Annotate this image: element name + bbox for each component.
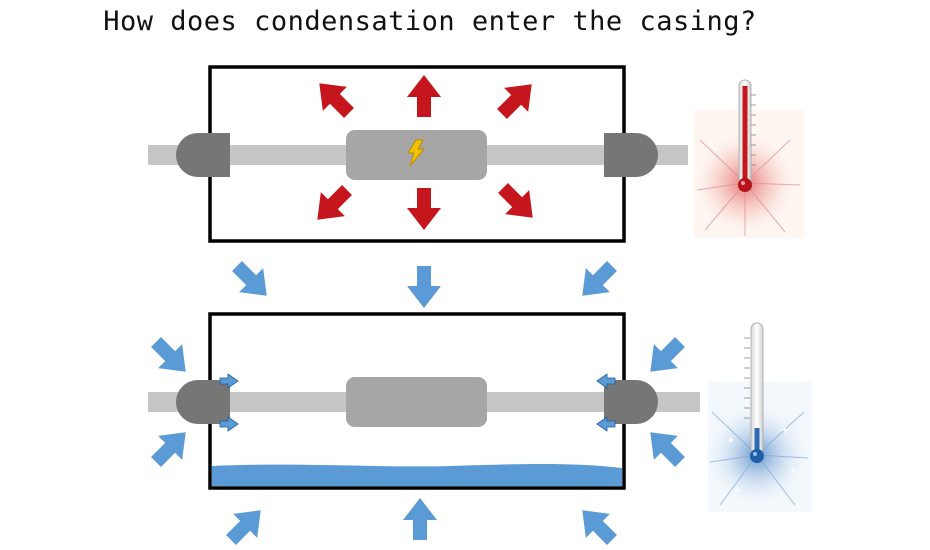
heat-arrow (305, 177, 360, 232)
cold-air-arrows (143, 329, 693, 550)
right-cable-gland (604, 133, 658, 177)
lightning-icon (407, 139, 426, 167)
electronic-component (346, 377, 487, 427)
cold-arrow (403, 498, 437, 540)
heat-arrow (407, 75, 441, 117)
heat-arrow (490, 175, 545, 230)
hot-thermometer-icon (690, 79, 804, 238)
diagram-title: How does condensation enter the casing? (103, 6, 757, 37)
left-cable-gland (176, 133, 230, 177)
cold-thermometer-icon (702, 322, 812, 512)
cold-arrow (224, 253, 279, 308)
cold-arrow (407, 266, 441, 308)
cold-arrow (570, 498, 625, 550)
cold-arrow (638, 420, 693, 475)
condensed-water (212, 464, 622, 486)
cold-arrow (143, 420, 198, 475)
heat-arrow (489, 72, 544, 127)
cold-arrow (638, 329, 693, 384)
cold-arrow (143, 329, 198, 384)
heat-arrow (407, 188, 441, 230)
warm-panel (148, 65, 804, 243)
cold-air-arrows (224, 253, 625, 308)
heat-arrow (307, 71, 362, 126)
cold-arrow (570, 253, 625, 308)
left-cable-gland (176, 380, 230, 424)
cold-panel (143, 312, 812, 550)
right-cable-gland (604, 380, 658, 424)
cold-arrow (218, 498, 273, 550)
